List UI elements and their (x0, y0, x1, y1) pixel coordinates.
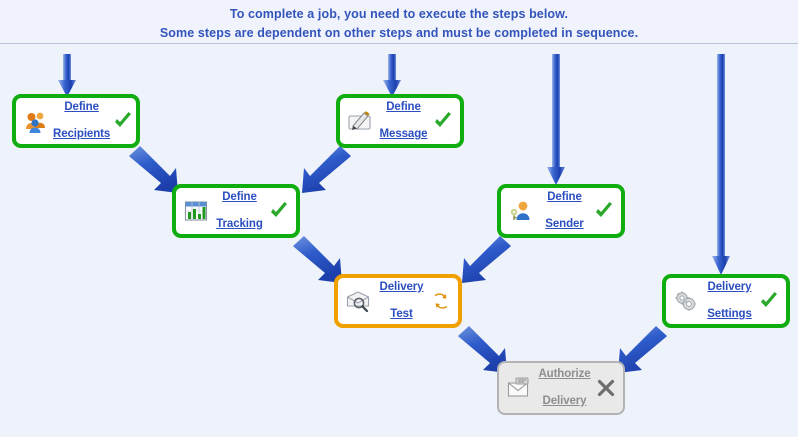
users-icon (23, 108, 49, 134)
refresh-icon (431, 291, 451, 311)
label-line-2: Delivery (542, 394, 587, 407)
check-icon (113, 111, 133, 131)
arrow-into-sender (547, 54, 565, 185)
node-define-recipients[interactable]: Define Recipients (12, 94, 140, 148)
arrow-recipients-to-tracking (129, 146, 178, 193)
check-icon (433, 111, 453, 131)
label-line-2: Settings (707, 307, 752, 320)
label-line-2: Tracking (216, 217, 263, 230)
node-define-tracking[interactable]: Define Tracking (172, 184, 300, 238)
label-line-1: Authorize (538, 367, 591, 380)
check-icon (594, 201, 614, 221)
label-line-1: Delivery (707, 280, 752, 293)
label-line-1: Define (222, 190, 257, 203)
label-line-1: Define (547, 190, 582, 203)
user-key-icon (508, 198, 534, 224)
node-define-message[interactable]: Define Message (336, 94, 464, 148)
node-authorize-delivery: Authorize Delivery (497, 361, 625, 415)
arrow-into-recipients (58, 54, 76, 97)
check-icon (269, 201, 289, 221)
instruction-line-1: To complete a job, you need to execute t… (229, 7, 569, 21)
x-icon (596, 378, 616, 398)
envelope-search-icon (345, 288, 371, 314)
instruction-line-2: Some steps are dependent on other steps … (159, 26, 639, 41)
label-line-2: Sender (545, 217, 584, 230)
arrow-test-to-authorize (458, 326, 507, 373)
node-label-define-sender[interactable]: Define Sender (538, 177, 591, 245)
workflow-canvas: Define Recipients Define Message (0, 46, 798, 437)
node-label-define-message[interactable]: Define Message (377, 87, 430, 155)
node-delivery-settings[interactable]: Delivery Settings (662, 274, 790, 328)
label-line-2: Recipients (53, 127, 111, 140)
label-line-2: Test (390, 307, 413, 320)
gears-icon (673, 288, 699, 314)
arrow-message-to-tracking (302, 146, 351, 193)
node-label-define-recipients[interactable]: Define Recipients (53, 87, 110, 155)
node-define-sender[interactable]: Define Sender (497, 184, 625, 238)
node-label-authorize-delivery: Authorize Delivery (536, 354, 593, 422)
node-label-delivery-test[interactable]: Delivery Test (375, 267, 428, 335)
label-line-1: Define (64, 100, 99, 113)
label-line-2: Message (379, 127, 428, 140)
instruction-header: To complete a job, you need to execute t… (0, 0, 798, 44)
node-label-delivery-settings[interactable]: Delivery Settings (703, 267, 756, 335)
chart-table-icon (183, 198, 209, 224)
label-line-1: Delivery (379, 280, 424, 293)
pencil-note-icon (347, 108, 373, 134)
node-delivery-test[interactable]: Delivery Test (334, 274, 462, 328)
label-line-1: Define (386, 100, 421, 113)
arrow-settings-to-authorize (618, 326, 667, 373)
check-icon (759, 291, 779, 311)
node-label-define-tracking[interactable]: Define Tracking (213, 177, 266, 245)
arrow-into-message (383, 54, 401, 97)
arrow-sender-to-test (462, 236, 511, 283)
arrow-tracking-to-test (293, 236, 342, 283)
arrow-into-settings (712, 54, 730, 275)
envelope-icon (506, 375, 532, 401)
